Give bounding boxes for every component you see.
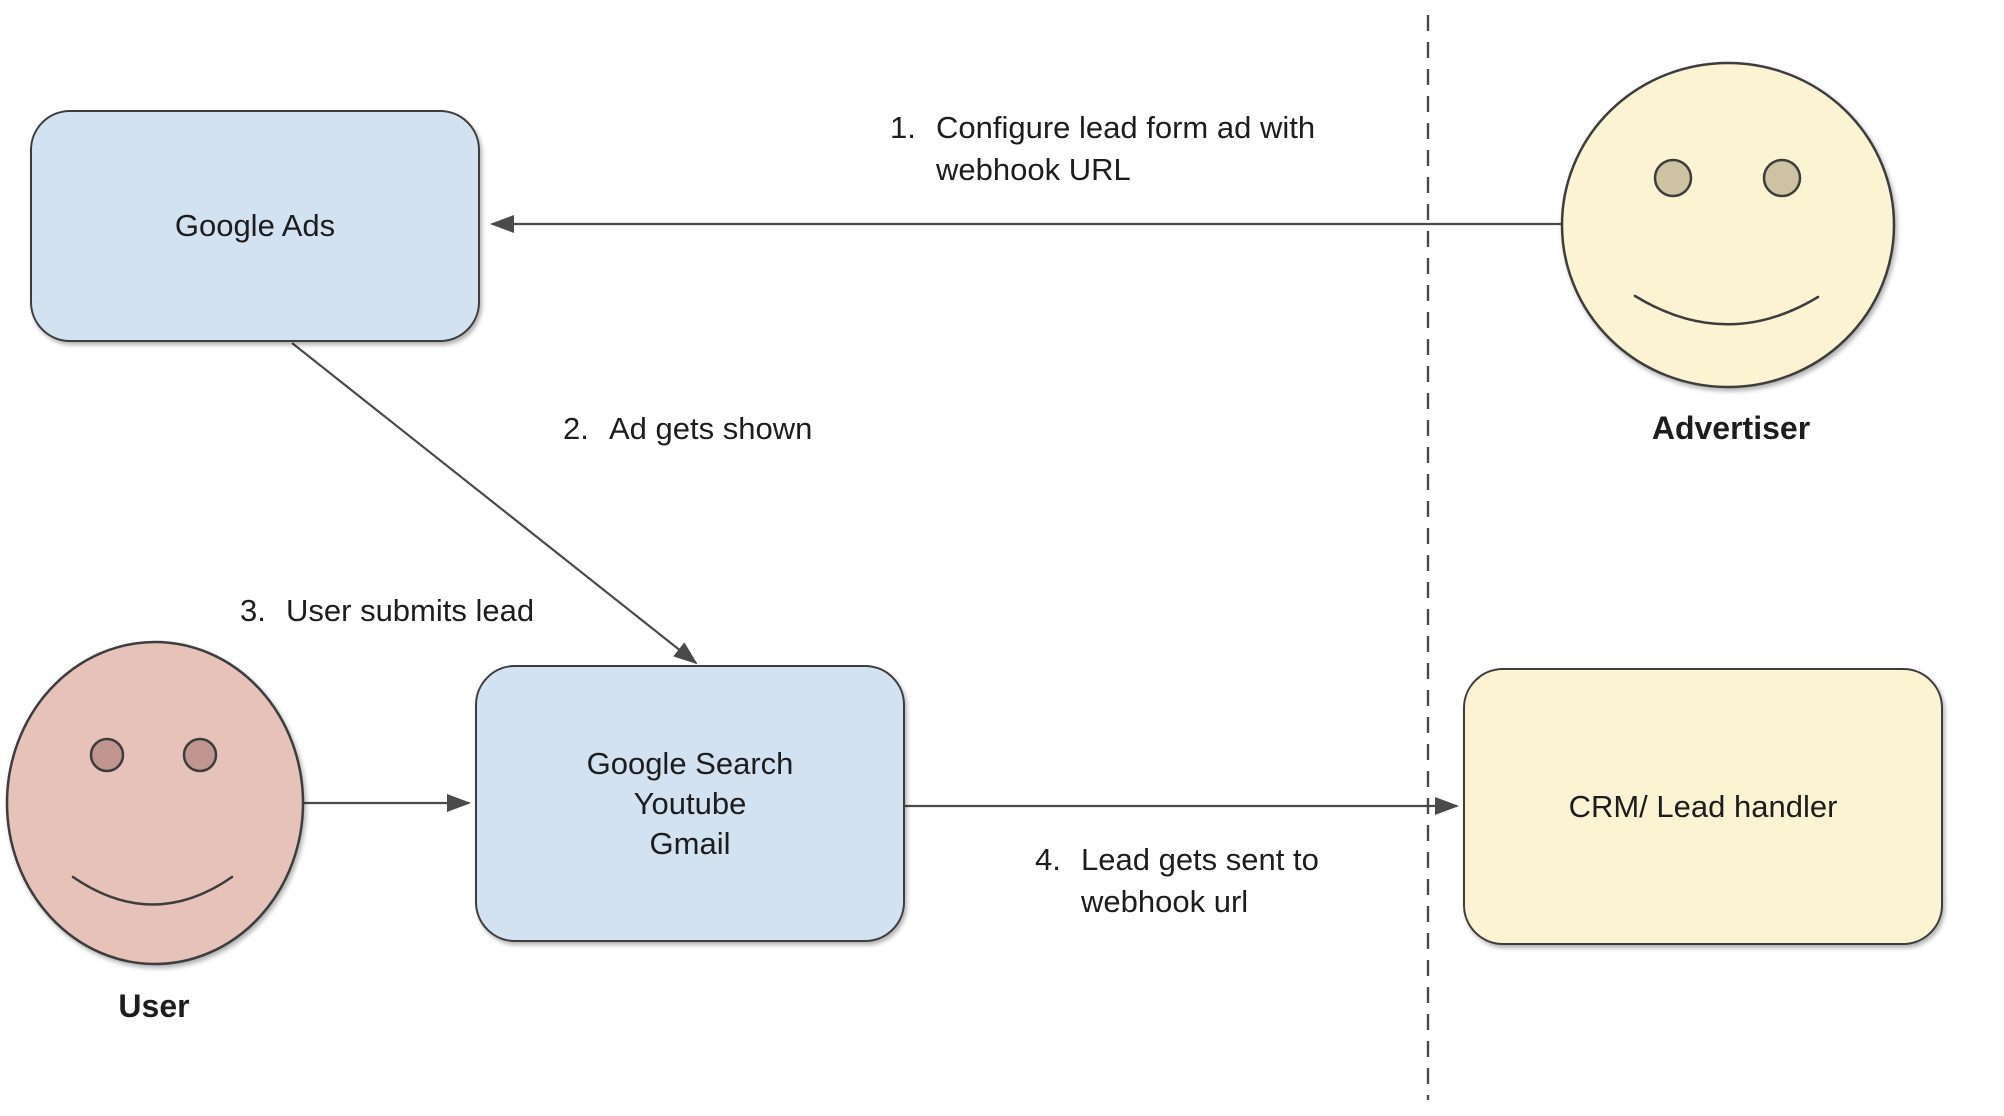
user-eye-right [182,737,218,773]
step-1-number: 1. [890,110,916,145]
advertiser-face-icon [1560,61,1896,389]
user-face-icon [5,640,305,966]
step-2-number: 2. [563,411,589,446]
step-label-lead-sent-webhook: 4. Lead gets sent to webhook url [1035,839,1319,923]
user-smile [71,875,234,906]
node-crm-lead-handler-label: CRM/ Lead handler [1568,788,1838,824]
user-label: User [118,988,190,1024]
step-4-number: 4. [1035,842,1061,877]
node-crm-lead-handler: CRM/ Lead handler [1463,668,1943,945]
step-4-text: Lead gets sent to webhook url [1081,842,1319,919]
node-google-ads-label: Google Ads [174,208,336,243]
user-eye-left [89,737,125,773]
step-label-configure-lead-form: 1. Configure lead form ad with webhook U… [890,107,1315,191]
user-head [5,640,305,966]
step-3-number: 3. [240,593,266,628]
step-2-text: Ad gets shown [609,411,813,446]
step-1-text: Configure lead form ad with webhook URL [936,110,1316,187]
advertiser-smile [1633,294,1820,326]
arrow-ad-gets-shown [291,342,698,665]
advertiser-eye-left [1653,158,1693,198]
node-google-platforms-label: Google Search Youtube Gmail [586,745,794,861]
step-label-user-submits-lead: 3. User submits lead [240,590,534,632]
advertiser-eye-right [1762,158,1802,198]
advertiser-label: Advertiser [1651,410,1811,446]
node-google-platforms: Google Search Youtube Gmail [475,665,905,942]
step-label-ad-gets-shown: 2. Ad gets shown [563,408,812,450]
node-google-ads: Google Ads [30,110,480,342]
advertiser-head [1560,61,1896,389]
step-3-text: User submits lead [286,593,535,628]
